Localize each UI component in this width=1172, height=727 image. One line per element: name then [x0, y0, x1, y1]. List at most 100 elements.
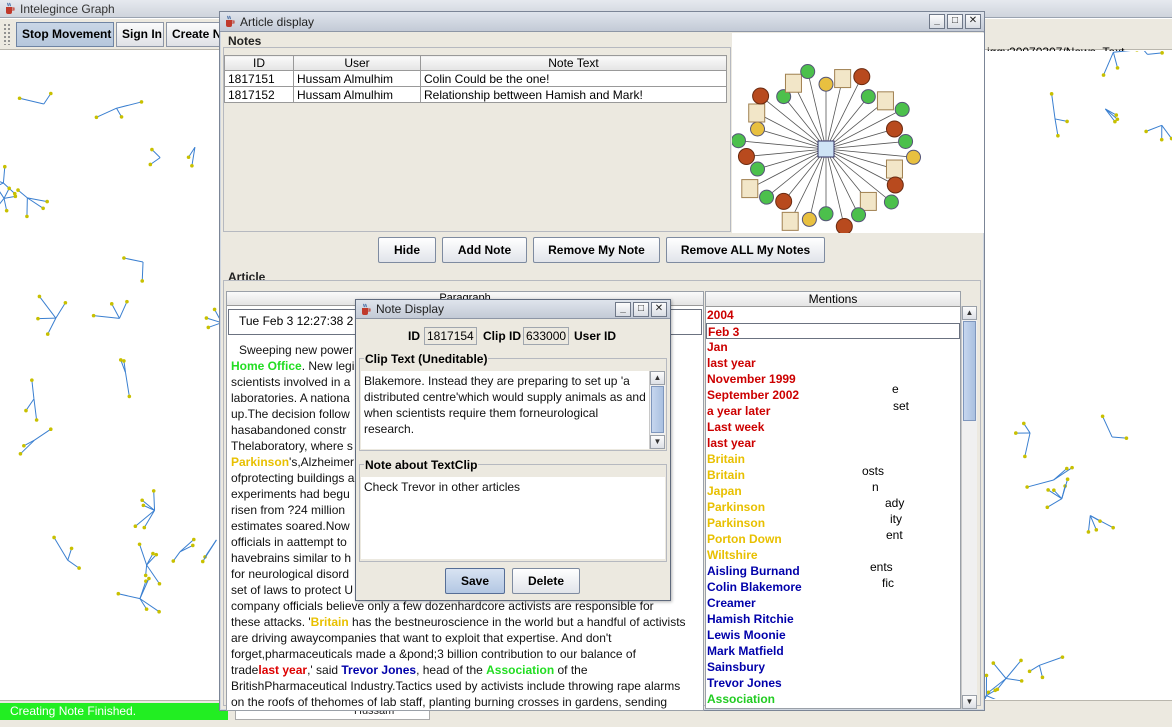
mention-item[interactable]: Wiltshire [707, 548, 758, 562]
person-node-icon[interactable] [818, 76, 834, 92]
remove-my-note-button[interactable]: Remove My Note [533, 237, 660, 263]
graph-node[interactable] [63, 300, 68, 305]
mention-item[interactable]: September 2002 [707, 388, 800, 402]
graph-cluster[interactable] [1027, 655, 1065, 680]
mention-item[interactable]: Japan [707, 484, 742, 498]
graph-node[interactable] [157, 609, 161, 614]
graph-node[interactable] [18, 452, 23, 456]
graph-node[interactable] [1159, 137, 1164, 142]
mention-item[interactable]: Trevor Jones [707, 676, 782, 690]
person-node-icon[interactable] [906, 149, 922, 165]
graph-node[interactable] [1111, 525, 1115, 530]
graph-node[interactable] [1144, 129, 1148, 134]
graph-node[interactable] [1098, 519, 1102, 523]
graph-node[interactable] [186, 155, 191, 160]
note-text-area[interactable]: Check Trevor in other articles [361, 477, 665, 559]
globe-node-icon[interactable] [886, 176, 904, 194]
scroll-up-icon[interactable]: ▲ [650, 371, 665, 385]
article-graph-preview[interactable] [732, 33, 984, 233]
graph-cluster[interactable] [1049, 92, 1069, 138]
graph-node[interactable] [1065, 119, 1069, 124]
graph-node[interactable] [109, 302, 114, 306]
graph-cluster[interactable] [24, 378, 39, 422]
graph-node[interactable] [1019, 658, 1023, 663]
graph-node[interactable] [1115, 117, 1120, 122]
mention-item[interactable]: Hamish Ritchie [707, 612, 794, 626]
graph-cluster[interactable] [137, 542, 162, 586]
create-note-button[interactable]: Create N [166, 22, 222, 47]
graph-cluster[interactable] [1045, 477, 1070, 510]
mention-item[interactable]: Colin Blakemore [707, 580, 802, 594]
mention-item[interactable]: Parkinson [707, 500, 766, 514]
graph-node[interactable] [993, 688, 998, 693]
remove-all-my-notes-button[interactable]: Remove ALL My Notes [666, 237, 825, 263]
graph-cluster[interactable] [1086, 515, 1115, 534]
person-node-icon[interactable] [851, 207, 867, 223]
document-node-icon[interactable] [741, 179, 759, 199]
graph-cluster[interactable] [133, 489, 156, 530]
stop-movement-button[interactable]: Stop Movement [16, 22, 114, 47]
graph-cluster[interactable] [0, 164, 17, 196]
globe-node-icon[interactable] [752, 87, 770, 105]
column-header-id[interactable]: ID [224, 55, 294, 71]
minimize-icon[interactable]: _ [929, 14, 945, 29]
graph-node[interactable] [200, 559, 205, 564]
graph-node[interactable] [22, 444, 26, 448]
add-note-button[interactable]: Add Note [442, 237, 527, 263]
scroll-down-icon[interactable]: ▼ [650, 435, 665, 449]
table-cell[interactable]: Hussam Almulhim [293, 86, 421, 103]
graph-cluster[interactable] [171, 537, 196, 563]
globe-node-icon[interactable] [885, 120, 903, 138]
person-node-icon[interactable] [732, 133, 746, 149]
table-cell[interactable]: Hussam Almulhim [293, 70, 421, 87]
graph-node[interactable] [139, 100, 144, 104]
column-header-user[interactable]: User [293, 55, 421, 71]
graph-node[interactable] [148, 162, 153, 167]
graph-cluster[interactable] [122, 256, 145, 283]
table-cell[interactable]: Relationship bettween Hamish and Mark! [420, 86, 727, 103]
note-dialog-titlebar[interactable]: Note Display _ □ ✕ [356, 300, 670, 319]
clip-text-scrollbar[interactable]: ▲ ▼ [649, 371, 665, 449]
entity-highlight[interactable]: Parkinson [231, 455, 290, 469]
graph-node[interactable] [122, 256, 126, 260]
table-cell[interactable]: 1817152 [224, 86, 294, 103]
mention-item[interactable]: Jan [707, 340, 728, 354]
person-node-icon[interactable] [898, 133, 914, 149]
table-cell[interactable]: 1817151 [224, 70, 294, 87]
mention-item[interactable]: Britain [707, 452, 746, 466]
graph-node[interactable] [1114, 113, 1119, 117]
hub-node-icon[interactable] [817, 140, 835, 158]
hide-button[interactable]: Hide [378, 237, 436, 263]
graph-node[interactable] [1113, 119, 1117, 124]
toolbar-grip-icon[interactable] [3, 23, 11, 45]
graph-node[interactable] [204, 316, 209, 320]
graph-node[interactable] [1124, 436, 1129, 440]
graph-node[interactable] [1169, 136, 1172, 141]
graph-node[interactable] [190, 163, 194, 168]
graph-node[interactable] [49, 91, 53, 96]
document-node-icon[interactable] [784, 73, 802, 93]
article-window-titlebar[interactable]: Article display _ □ ✕ [220, 12, 984, 32]
graph-cluster[interactable] [91, 299, 129, 319]
graph-cluster[interactable] [986, 658, 1024, 695]
column-header-mentions[interactable]: Mentions [706, 292, 960, 307]
graph-node[interactable] [1045, 505, 1050, 510]
mention-item[interactable]: 2004 [707, 308, 734, 322]
graph-cluster[interactable] [17, 91, 53, 105]
entity-highlight[interactable]: Association [486, 663, 555, 677]
id-field[interactable]: 1817154 [424, 327, 477, 345]
mention-item[interactable]: November 1999 [707, 372, 796, 386]
graph-cluster[interactable] [1100, 414, 1129, 440]
graph-node[interactable] [1065, 477, 1070, 482]
graph-cluster[interactable] [1014, 421, 1031, 459]
graph-node[interactable] [1052, 488, 1056, 492]
graph-node[interactable] [133, 524, 138, 529]
graph-node[interactable] [4, 208, 9, 213]
document-node-icon[interactable] [885, 159, 903, 179]
graph-node[interactable] [24, 408, 28, 413]
notes-table[interactable]: ID User Note Text 1817151 Hussam Almulhi… [224, 55, 727, 103]
table-row[interactable]: 1817151 Hussam Almulhim Colin Could be t… [224, 70, 727, 87]
graph-cluster[interactable] [116, 576, 161, 614]
graph-node[interactable] [48, 427, 53, 431]
scroll-up-icon[interactable]: ▲ [962, 306, 977, 320]
